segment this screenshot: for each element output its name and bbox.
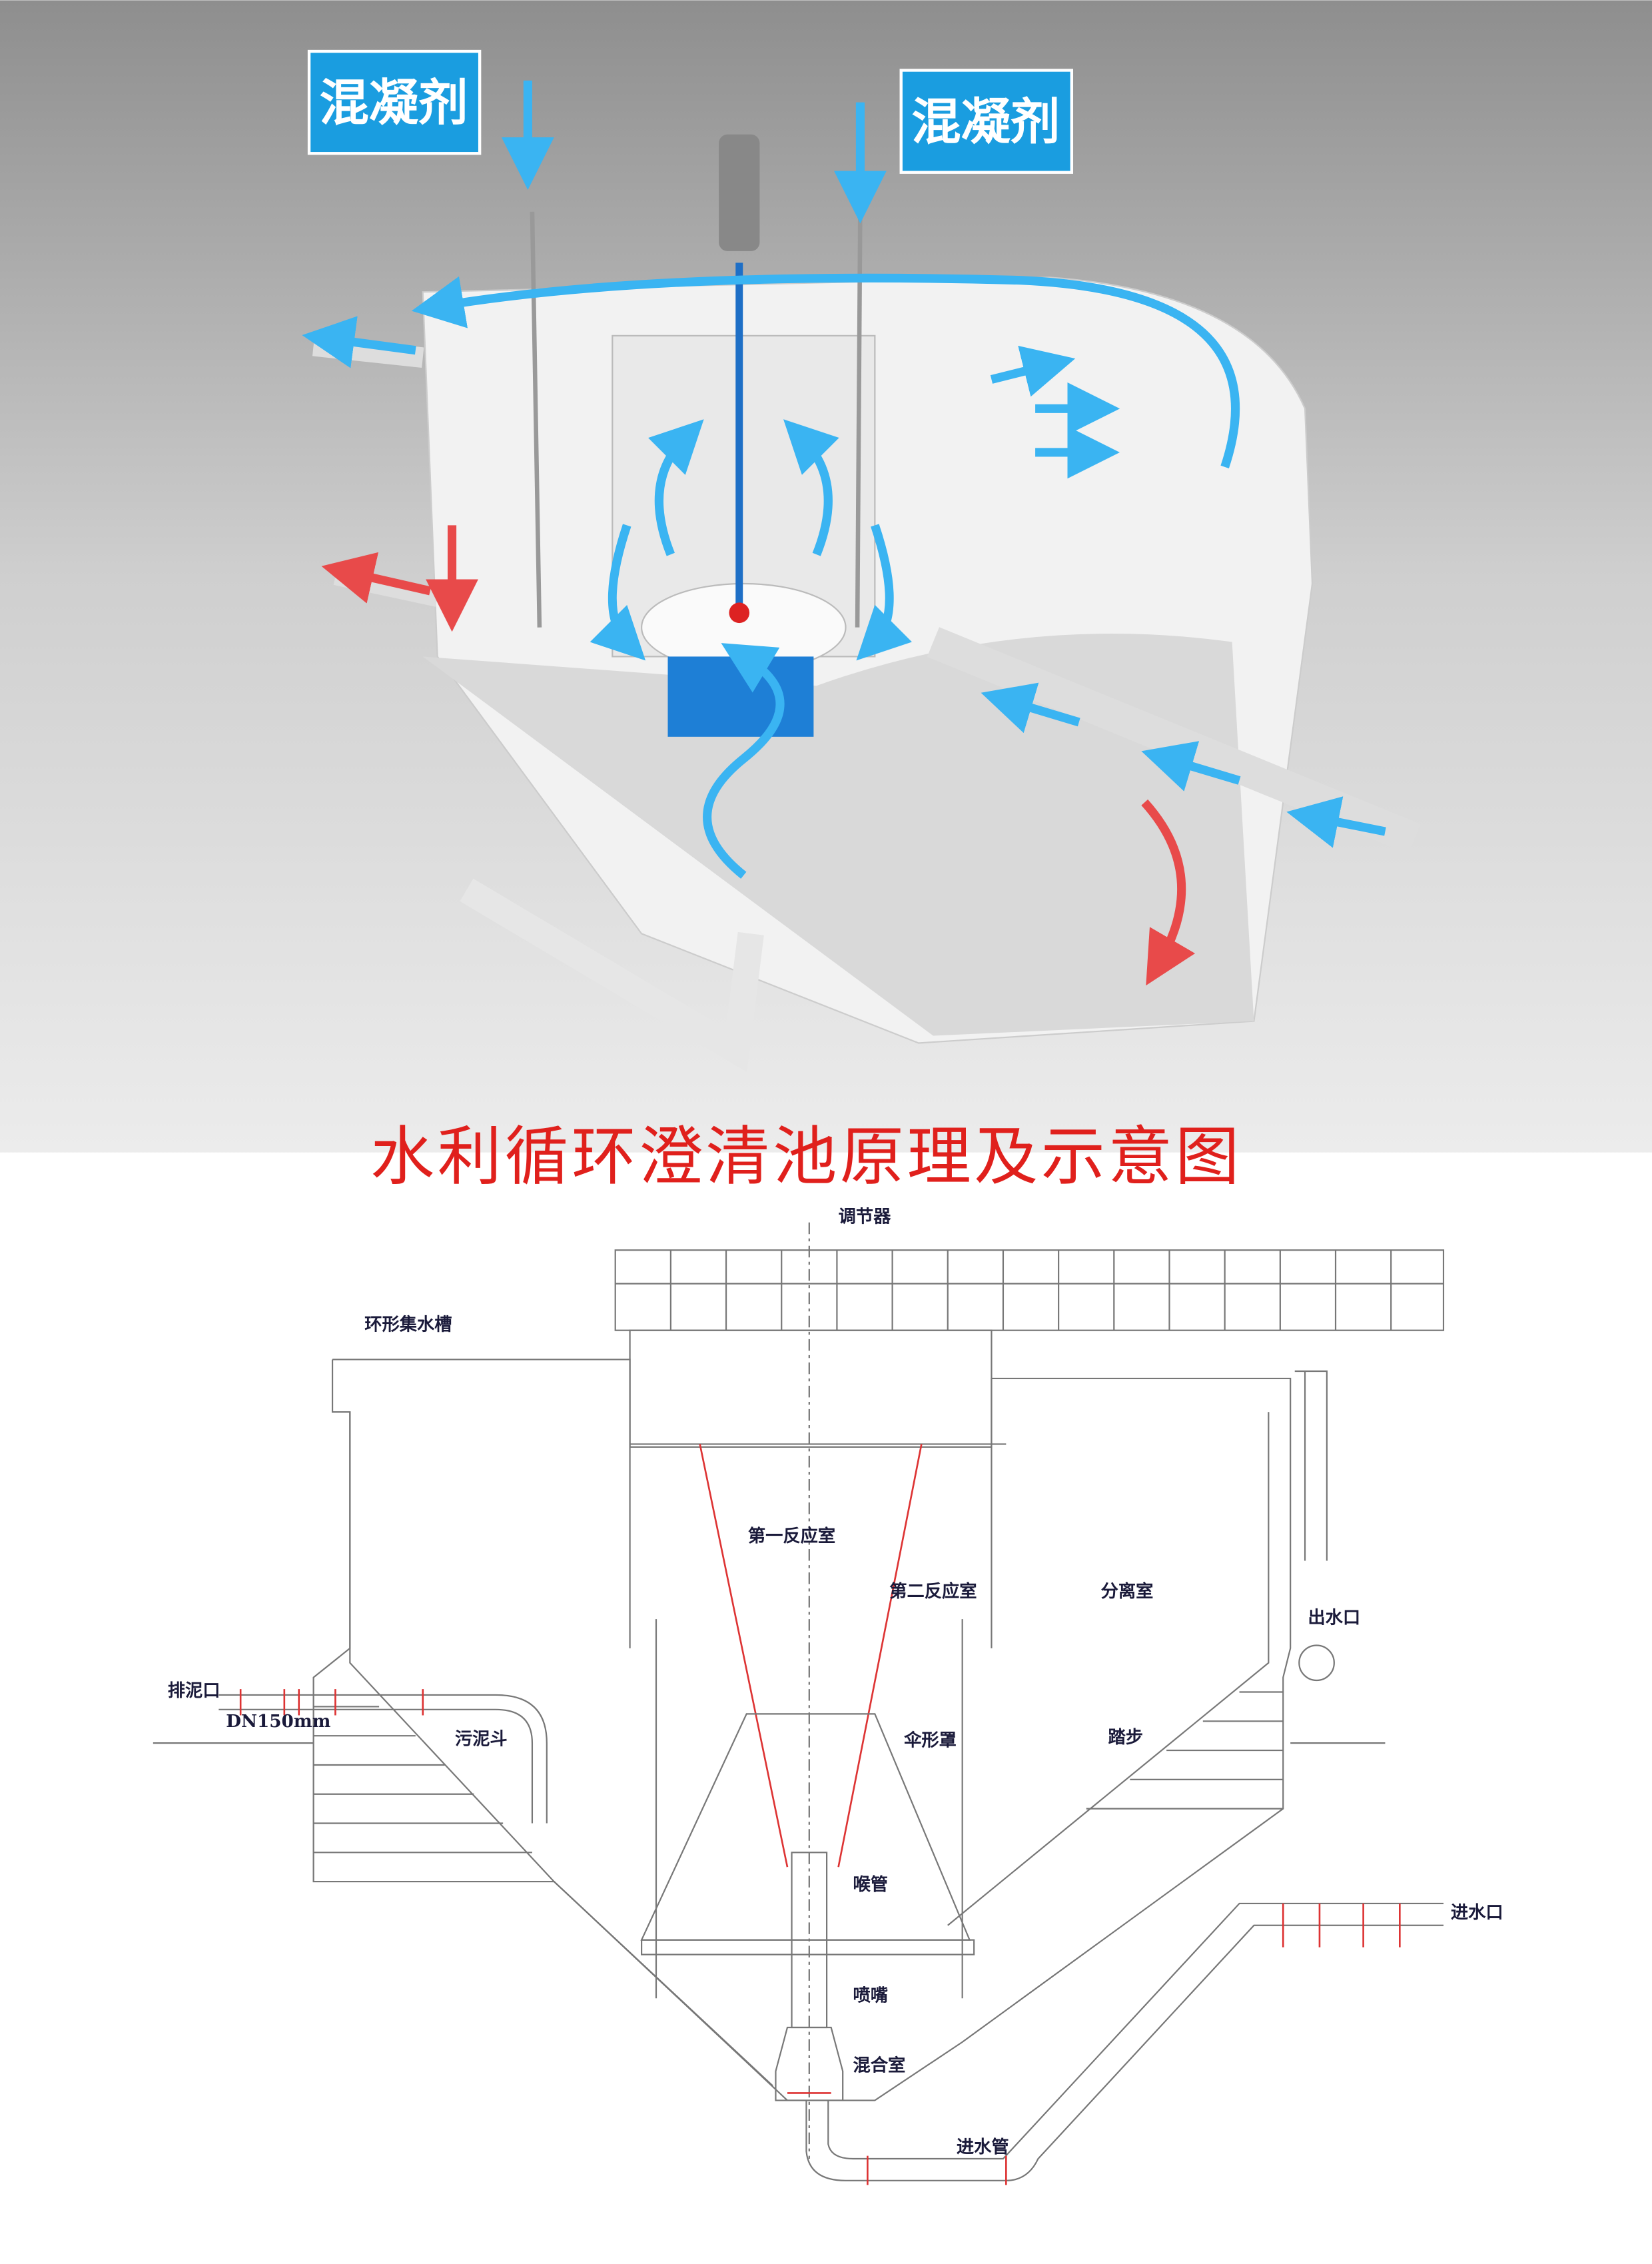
label-sludge-hopper: 污泥斗 (455, 1728, 508, 1749)
label-second-reaction: 第二反应室 (889, 1581, 977, 1602)
motor (719, 134, 760, 251)
diagram-labels: 调节器 环形集水槽 第一反应室 第二反应室 分离室 出水口 排泥口 DN150m… (168, 1207, 1503, 2158)
dosing-pipe-left (530, 211, 542, 628)
label-outlet: 出水口 (1308, 1608, 1360, 1628)
brick-masonry (313, 1691, 1284, 1854)
label-nozzle: 喷嘴 (853, 1985, 888, 2006)
section-drawing: 调节器 环形集水槽 第一反应室 第二反应室 分离室 出水口 排泥口 DN150m… (153, 1207, 1503, 2185)
label-separation: 分离室 (1101, 1581, 1154, 1602)
coagulant-badge-right: 混凝剂 (899, 69, 1074, 174)
label-regulator: 调节器 (839, 1207, 891, 1227)
label-steps: 踏步 (1108, 1727, 1144, 1748)
sludge-pipe-3d (460, 878, 764, 1072)
coagulant-label: 混凝剂 (911, 93, 1060, 151)
shaft-hub (729, 602, 750, 624)
mixing-unit (667, 656, 814, 737)
label-inlet: 进水口 (1451, 1902, 1503, 1923)
coagulant-label: 混凝剂 (319, 74, 468, 132)
tank-walls (153, 1329, 1444, 2181)
label-sludge-outlet: 排泥口 (168, 1680, 220, 1701)
label-inlet-pipe: 进水管 (957, 2137, 1009, 2157)
3d-illustration: 混凝剂 混凝剂 (0, 0, 1652, 1153)
label-first-reaction: 第一反应室 (748, 1526, 835, 1546)
dosing-pipe-right (855, 204, 863, 628)
flow-arrows (302, 80, 1386, 879)
label-ring-collector: 环形集水槽 (364, 1315, 452, 1335)
label-throat: 喉管 (853, 1874, 888, 1895)
figure-title: 水利循环澄清池原理及示意图 (370, 1119, 1242, 1194)
walkway-bridge (614, 1249, 1445, 1331)
sludge-arrows (321, 525, 1196, 986)
tank-cone (422, 634, 1254, 1036)
label-umbrella-hood: 伞形罩 (903, 1730, 957, 1751)
label-mixing-chamber: 混合室 (853, 2055, 905, 2076)
label-pipe-size: DN150mm (226, 1711, 330, 1732)
coagulant-badge-left: 混凝剂 (307, 49, 482, 155)
pipe-flanges (239, 1689, 1401, 2185)
